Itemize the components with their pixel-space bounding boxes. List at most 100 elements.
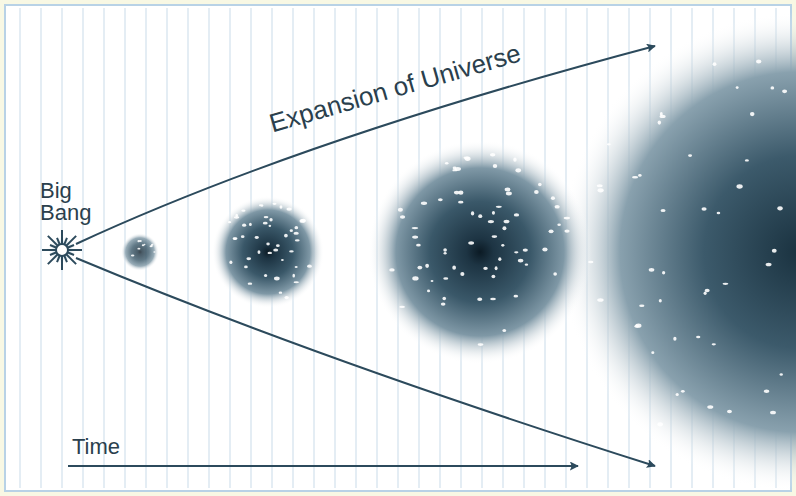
galaxy-dot — [772, 249, 777, 253]
galaxy-dot — [551, 196, 555, 200]
galaxy-dot — [421, 202, 427, 205]
galaxy-dot — [564, 217, 570, 220]
galaxy-dot — [443, 248, 447, 251]
galaxy-dot — [770, 86, 774, 89]
galaxy-dot — [496, 206, 502, 208]
galaxy-dot — [233, 238, 237, 240]
galaxy-dot — [696, 336, 700, 338]
galaxy-dot — [144, 244, 146, 246]
grid-line — [41, 8, 42, 488]
galaxy-dot — [518, 259, 524, 263]
galaxy-dot — [661, 209, 666, 212]
galaxy-dot — [248, 282, 253, 284]
galaxy-dot — [249, 223, 252, 226]
galaxy-dot — [266, 242, 270, 245]
grid-line — [167, 8, 168, 488]
galaxy-dot — [564, 229, 569, 232]
galaxy-dot — [662, 271, 665, 275]
galaxy-dot — [463, 156, 469, 159]
galaxy-dot — [412, 235, 418, 238]
galaxy-dot — [607, 143, 611, 145]
galaxy-dot — [286, 207, 291, 210]
galaxy-dot — [400, 215, 405, 219]
galaxy-dot — [478, 343, 484, 346]
galaxy-dot — [255, 236, 259, 239]
galaxy-dot — [660, 112, 663, 116]
galaxy-dot — [477, 297, 482, 301]
galaxy-dot — [713, 62, 717, 66]
galaxy-dot — [139, 240, 142, 242]
galaxy-dot — [244, 266, 248, 269]
galaxy-dot — [131, 255, 134, 257]
grid-line — [83, 8, 84, 488]
galaxy-dot — [272, 203, 276, 205]
galaxy-dot — [229, 260, 232, 264]
galaxy-dot — [307, 265, 312, 268]
grid-line — [20, 8, 21, 488]
galaxy-dot — [425, 264, 429, 268]
galaxy-dot — [228, 221, 231, 223]
galaxy-dot — [525, 264, 529, 266]
galaxy-dot — [389, 268, 395, 271]
galaxy-dot — [557, 224, 561, 226]
galaxy-dot — [538, 183, 542, 186]
galaxy-dot — [441, 302, 446, 305]
galaxy-dot — [490, 153, 495, 156]
galaxy-dot — [502, 329, 506, 332]
galaxy-dot — [673, 337, 676, 341]
galaxy-dot — [137, 248, 140, 250]
galaxy-dot — [234, 216, 239, 218]
galaxy-dot — [427, 290, 430, 293]
galaxy-dot — [263, 222, 268, 225]
universe-sphere — [121, 233, 159, 271]
galaxy-dot — [659, 299, 662, 302]
galaxy-dot — [649, 268, 655, 272]
time-arrow — [68, 465, 578, 467]
galaxy-dot — [458, 191, 463, 195]
universe-sphere — [560, 12, 796, 492]
galaxy-dot — [534, 190, 539, 194]
galaxy-dot — [257, 250, 260, 254]
galaxy-dot — [597, 188, 603, 192]
galaxy-dot — [284, 234, 288, 238]
galaxy-dot — [513, 295, 518, 298]
galaxy-dot — [513, 158, 516, 162]
galaxy-dot — [549, 229, 554, 233]
galaxy-dot — [412, 227, 418, 229]
galaxy-dot — [717, 212, 721, 214]
galaxy-dot — [722, 283, 728, 285]
galaxy-dot — [259, 204, 262, 206]
galaxy-dot — [639, 305, 644, 307]
grid-line — [188, 8, 189, 488]
galaxy-dot — [495, 266, 498, 270]
galaxy-dot — [514, 213, 519, 216]
galaxy-dot — [632, 176, 638, 179]
galaxy-dot — [504, 220, 510, 224]
galaxy-dot — [268, 252, 273, 254]
galaxy-dot — [281, 259, 284, 261]
galaxy-dot — [688, 154, 692, 157]
galaxy-dot — [756, 60, 761, 64]
galaxy-dot — [241, 210, 245, 212]
galaxy-dot — [638, 174, 642, 177]
expansion-arrow — [76, 46, 655, 244]
grid-line — [104, 8, 105, 488]
galaxy-dot — [491, 275, 495, 279]
galaxy-dots — [131, 60, 787, 427]
galaxy-dot — [295, 239, 300, 241]
galaxy-dot — [445, 162, 449, 165]
galaxy-dot — [460, 272, 464, 276]
galaxy-dot — [264, 216, 269, 218]
galaxy-dot — [292, 274, 295, 278]
galaxy-dot — [492, 211, 495, 215]
galaxy-dot — [399, 306, 405, 308]
galaxy-dot — [246, 257, 251, 260]
galaxy-dot — [438, 198, 443, 201]
galaxy-dot — [417, 266, 422, 270]
galaxy-dot — [233, 237, 238, 240]
galaxy-dot — [280, 205, 283, 208]
galaxy-dot — [269, 218, 272, 221]
galaxy-dot — [294, 226, 298, 229]
galaxy-dot — [597, 184, 603, 187]
